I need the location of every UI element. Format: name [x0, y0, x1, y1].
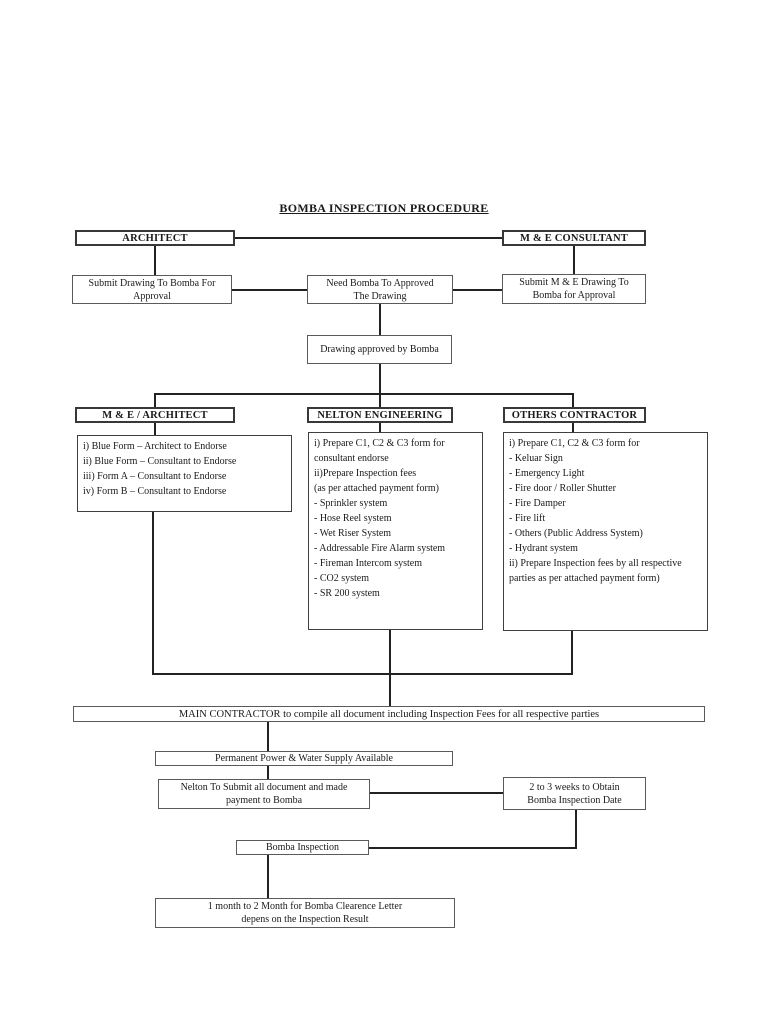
connector-mearch-list	[154, 423, 156, 435]
connector-distribution	[154, 393, 574, 395]
list-item: parties as per attached payment form)	[509, 573, 660, 584]
list-item: - Fire lift	[509, 513, 546, 524]
list-item: - Hydrant system	[509, 543, 578, 554]
list-item: - Fire door / Roller Shutter	[509, 483, 616, 494]
connector-collector	[152, 673, 573, 675]
node-clearance-line2: depens on the Inspection Result	[241, 914, 369, 925]
list-item: - Wet Riser System	[314, 528, 392, 539]
connector-submit-need	[232, 289, 307, 291]
connector-mearch-collector	[152, 512, 154, 675]
connector-need-submitme	[453, 289, 502, 291]
list-item: - Emergency Light	[509, 468, 585, 479]
node-main-contractor: MAIN CONTRACTOR to compile all document …	[73, 706, 705, 722]
node-submit-drawing-line1: Submit Drawing To Bomba For	[88, 277, 216, 289]
node-nelton-submit: Nelton To Submit all document and made p…	[158, 779, 370, 809]
node-drawing-approved: Drawing approved by Bomba	[307, 335, 452, 364]
node-submit-me-drawing: Submit M & E Drawing To Bomba for Approv…	[502, 274, 646, 304]
node-permanent-power: Permanent Power & Water Supply Available	[155, 751, 453, 766]
connector-weeks-down	[575, 810, 577, 849]
node-obtain-date-line2: Bomba Inspection Date	[527, 794, 622, 806]
list-item: ii) Blue Form – Consultant to Endorse	[83, 456, 237, 467]
list-item: - Fireman Intercom system	[314, 558, 423, 569]
node-nelton-submit-line2: payment to Bomba	[225, 795, 303, 806]
list-item: (as per attached payment form)	[314, 483, 439, 494]
connector-others-collector	[571, 631, 573, 675]
node-submit-drawing: Submit Drawing To Bomba For Approval	[72, 275, 232, 304]
list-item: - CO2 system	[314, 573, 369, 584]
node-submit-drawing-line2: Approval	[133, 290, 171, 302]
list-nelton: i) Prepare C1, C2 & C3 form for consulta…	[308, 432, 483, 630]
page-title: BOMBA INSPECTION PROCEDURE	[279, 201, 489, 215]
connector-nelton-main	[389, 630, 391, 706]
connector-nelton-weeks	[370, 792, 503, 794]
list-item: i) Blue Form – Architect to Endorse	[83, 441, 227, 452]
list-item: - Hose Reel system	[314, 513, 392, 524]
list-item: consultant endorse	[314, 453, 389, 464]
list-item: i) Prepare C1, C2 & C3 form for	[509, 438, 640, 449]
list-item: - Others (Public Address System)	[509, 528, 643, 539]
node-nelton-header: NELTON ENGINEERING	[307, 407, 453, 423]
list-me-architect: i) Blue Form – Architect to Endorse ii) …	[77, 435, 292, 512]
node-me-consultant: M & E CONSULTANT	[502, 230, 646, 246]
connector-architect-consultant	[235, 237, 502, 239]
node-need-bomba-line1: Need Bomba To Approved	[326, 277, 434, 289]
list-item: i) Prepare C1, C2 & C3 form for	[314, 438, 445, 449]
node-obtain-date-line1: 2 to 3 weeks to Obtain	[529, 781, 620, 793]
list-item: ii) Prepare Inspection fees by all respe…	[509, 558, 682, 569]
node-submit-me-drawing-line1: Submit M & E Drawing To	[519, 277, 629, 288]
node-obtain-date: 2 to 3 weeks to Obtain Bomba Inspection …	[503, 777, 646, 810]
connector-need-down	[379, 304, 381, 335]
node-submit-me-drawing-line2: Bomba for Approval	[532, 290, 616, 301]
connector-nelton-list	[379, 423, 381, 432]
list-item: - Sprinkler system	[314, 498, 388, 509]
list-item: iii) Form A – Consultant to Endorse	[83, 471, 227, 482]
list-item: - SR 200 system	[314, 588, 380, 599]
connector-inspection-clearance	[267, 855, 269, 898]
connector-consultant-down	[573, 246, 575, 274]
connector-main-power	[267, 722, 269, 751]
node-me-architect-header: M & E / ARCHITECT	[75, 407, 235, 423]
list-item: - Keluar Sign	[509, 453, 563, 464]
node-need-bomba-line2: The Drawing	[353, 290, 407, 302]
node-others-header: OTHERS CONTRACTOR	[503, 407, 646, 423]
connector-weeks-inspection	[369, 847, 577, 849]
node-clearance-letter: 1 month to 2 Month for Bomba Clearence L…	[155, 898, 455, 928]
list-item: - Fire Damper	[509, 498, 566, 509]
list-item: - Addressable Fire Alarm system	[314, 543, 446, 554]
list-item: ii)Prepare Inspection fees	[314, 468, 417, 479]
node-architect: ARCHITECT	[75, 230, 235, 246]
connector-to-me-architect	[154, 393, 156, 407]
node-clearance-line1: 1 month to 2 Month for Bomba Clearence L…	[207, 901, 403, 912]
connector-to-others	[572, 393, 574, 407]
list-others: i) Prepare C1, C2 & C3 form for - Keluar…	[503, 432, 708, 631]
node-bomba-inspection: Bomba Inspection	[236, 840, 369, 855]
connector-architect-down	[154, 246, 156, 275]
connector-others-list	[572, 423, 574, 432]
node-need-bomba: Need Bomba To Approved The Drawing	[307, 275, 453, 304]
node-nelton-submit-line1: Nelton To Submit all document and made	[180, 782, 348, 793]
connector-approved-down	[379, 364, 381, 407]
list-item: iv) Form B – Consultant to Endorse	[83, 486, 227, 497]
connector-power-nelton	[267, 766, 269, 779]
